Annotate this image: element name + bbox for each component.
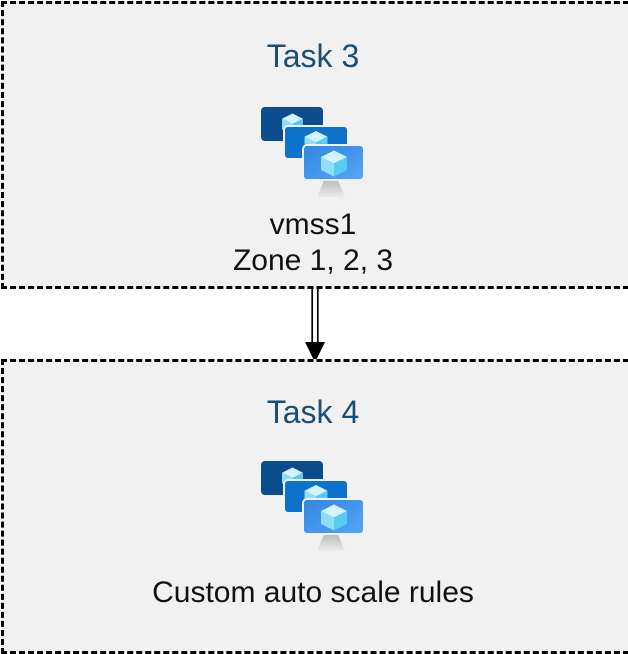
task3-caption: vmss1 Zone 1, 2, 3 [233,207,393,279]
zones-label: Zone 1, 2, 3 [232,244,394,277]
task4-box: Task 4 [1,359,628,654]
task3-box: Task 3 [1,1,628,289]
autoscale-rules-label: Custom auto scale rules [152,576,474,609]
vmss-name-label: vmss1 [269,208,357,241]
task3-title: Task 3 [266,38,360,74]
vmss-icon [261,459,365,553]
flow-arrow-icon [305,289,325,363]
task4-title: Task 4 [266,394,360,430]
task4-caption: Custom auto scale rules [152,575,474,611]
vmss-icon [261,105,365,199]
